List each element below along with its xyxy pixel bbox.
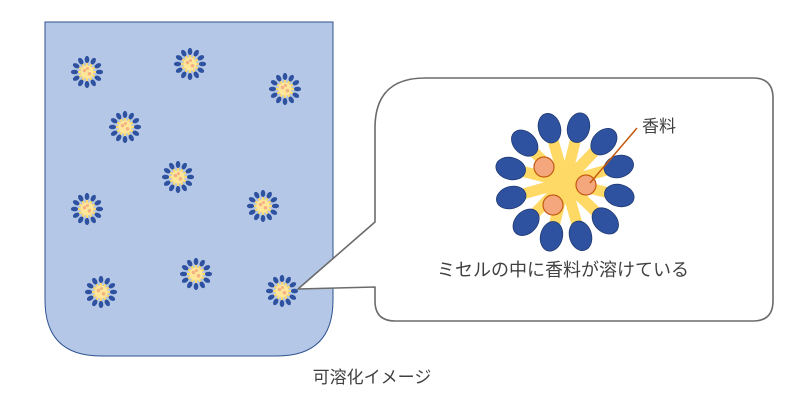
callout-bubble — [297, 77, 774, 322]
fragrance-particle-icon — [542, 194, 564, 216]
surfactant-head — [495, 156, 526, 181]
surfactant-head — [604, 183, 635, 208]
callout-description: ミセルの中に香料が溶けている — [437, 260, 689, 281]
solution-container — [44, 21, 334, 357]
surfactant-head — [512, 208, 540, 236]
surfactant-head — [590, 128, 618, 156]
fragrance-label: 香料 — [642, 117, 676, 137]
fragrance-particle-icon — [575, 174, 597, 196]
surfactant-head — [591, 207, 619, 235]
surfactant-head — [566, 112, 591, 143]
surfactant-head — [511, 129, 539, 157]
fragrance-particle-icon — [533, 156, 555, 178]
surfactant-head — [496, 185, 527, 210]
diagram-caption: 可溶化イメージ — [313, 368, 432, 388]
micelle-icon — [495, 112, 635, 252]
surfactant-head — [539, 221, 564, 252]
surfactant-head — [603, 154, 634, 179]
fragrance-pointer-line — [589, 127, 638, 184]
surfactant-head — [537, 113, 562, 144]
surfactant-head — [568, 220, 593, 251]
